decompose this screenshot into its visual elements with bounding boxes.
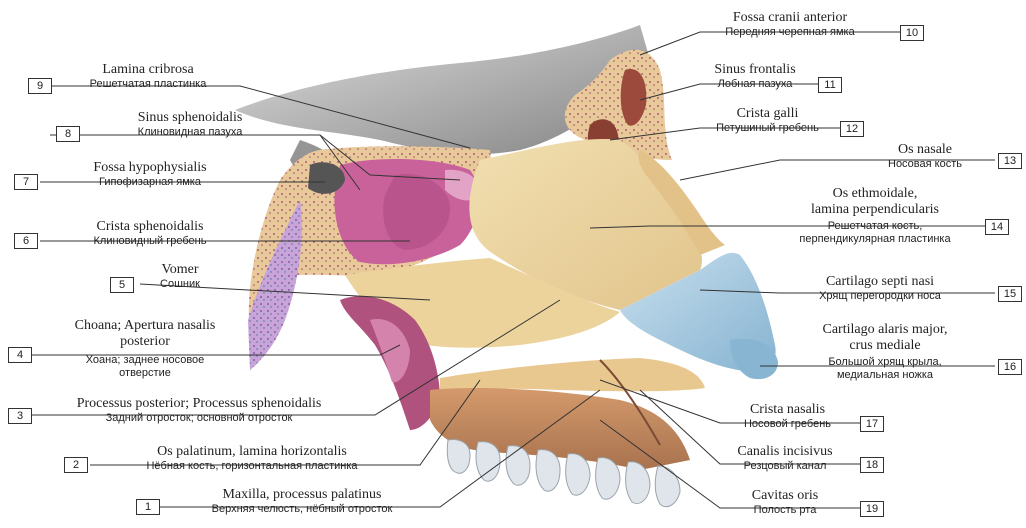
label-12-number: 12 — [840, 121, 864, 137]
label-18-latin: Canalis incisivus — [715, 444, 855, 460]
label-19-number: 19 — [860, 501, 884, 517]
label-11-latin: Sinus frontalis — [690, 62, 820, 78]
label-3-number: 3 — [8, 408, 32, 424]
label-12-russian: Петушиный гребень — [700, 122, 835, 135]
label-14-latin-line2: lamina perpendicularis — [770, 202, 980, 218]
label-5: Vomer Сошник — [140, 262, 220, 291]
label-5-latin: Vomer — [140, 262, 220, 278]
label-8: Sinus sphenoidalis Клиновидная пазуха — [90, 110, 290, 139]
label-8-russian: Клиновидная пазуха — [90, 126, 290, 139]
label-4-latin-line1: Choana; Apertura nasalis — [30, 318, 260, 334]
label-13-russian: Носовая кость — [860, 158, 990, 171]
label-9: Lamina cribrosa Решетчатая пластинка — [58, 62, 238, 91]
label-3: Processus posterior; Processus sphenoida… — [34, 396, 364, 425]
label-14-number: 14 — [985, 219, 1009, 235]
label-7: Fossa hypophysialis Гипофизарная ямка — [40, 160, 260, 189]
label-5-russian: Сошник — [140, 278, 220, 291]
label-2: Os palatinum, lamina horizontalis Нёбная… — [92, 444, 412, 473]
label-3-latin: Processus posterior; Processus sphenoida… — [34, 396, 364, 412]
label-15: Cartilago septi nasi Хрящ перегородки но… — [775, 274, 985, 303]
label-4-russian-line2: отверстие — [30, 367, 260, 380]
label-4-number: 4 — [8, 347, 32, 363]
label-1-russian: Верхняя челюсть, нёбный отросток — [162, 503, 442, 516]
label-19: Cavitas oris Полость рта — [715, 488, 855, 517]
label-6: Crista sphenoidalis Клиновидный гребень — [40, 219, 260, 248]
label-15-latin: Cartilago septi nasi — [775, 274, 985, 290]
label-18: Canalis incisivus Резцовый канал — [715, 444, 855, 473]
label-16: Cartilago alaris major, crus mediale Бол… — [780, 322, 990, 382]
label-6-number: 6 — [14, 233, 38, 249]
label-15-number: 15 — [998, 286, 1022, 302]
label-13-number: 13 — [998, 153, 1022, 169]
label-10-russian: Передняя черепная ямка — [690, 26, 890, 39]
label-4-latin-line2: posterior — [30, 334, 260, 350]
label-6-latin: Crista sphenoidalis — [40, 219, 260, 235]
label-10: Fossa cranii anterior Передняя черепная … — [690, 10, 890, 39]
label-2-latin: Os palatinum, lamina horizontalis — [92, 444, 412, 460]
label-16-russian-line1: Большой хрящ крыла, — [780, 356, 990, 369]
label-17-russian: Носовой гребень — [720, 418, 855, 431]
label-11-russian: Лобная пазуха — [690, 78, 820, 91]
label-13: Os nasale Носовая кость — [860, 142, 990, 171]
label-5-number: 5 — [110, 277, 134, 293]
label-2-number: 2 — [64, 457, 88, 473]
label-18-number: 18 — [860, 457, 884, 473]
label-7-latin: Fossa hypophysialis — [40, 160, 260, 176]
label-10-number: 10 — [900, 25, 924, 41]
label-11: Sinus frontalis Лобная пазуха — [690, 62, 820, 91]
label-9-latin: Lamina cribrosa — [58, 62, 238, 78]
label-16-latin-line1: Cartilago alaris major, — [780, 322, 990, 338]
label-7-number: 7 — [14, 174, 38, 190]
label-6-russian: Клиновидный гребень — [40, 235, 260, 248]
label-14-latin-line1: Os ethmoidale, — [770, 186, 980, 202]
label-14: Os ethmoidale, lamina perpendicularis Ре… — [770, 186, 980, 246]
label-13-latin: Os nasale — [860, 142, 990, 158]
label-9-number: 9 — [28, 78, 52, 94]
label-3-russian: Задний отросток; основной отросток — [34, 412, 364, 425]
label-15-russian: Хрящ перегородки носа — [775, 290, 985, 303]
label-1: Maxilla, processus palatinus Верхняя чел… — [162, 487, 442, 516]
label-4: Choana; Apertura nasalis posterior Хоана… — [30, 318, 260, 380]
label-4-russian-line1: Хоана; заднее носовое — [30, 354, 260, 367]
label-14-russian-line2: перпендикулярная пластинка — [770, 233, 980, 246]
label-12: Crista galli Петушиный гребень — [700, 106, 835, 135]
label-14-russian-line1: Решетчатая кость, — [770, 220, 980, 233]
label-17-number: 17 — [860, 416, 884, 432]
label-10-latin: Fossa cranii anterior — [690, 10, 890, 26]
label-18-russian: Резцовый канал — [715, 460, 855, 473]
label-1-latin: Maxilla, processus palatinus — [162, 487, 442, 503]
label-16-latin-line2: crus mediale — [780, 338, 990, 354]
label-8-latin: Sinus sphenoidalis — [90, 110, 290, 126]
label-11-number: 11 — [818, 77, 842, 93]
label-1-number: 1 — [136, 499, 160, 515]
label-19-latin: Cavitas oris — [715, 488, 855, 504]
label-8-number: 8 — [56, 126, 80, 142]
label-17: Crista nasalis Носовой гребень — [720, 402, 855, 431]
label-16-russian-line2: медиальная ножка — [780, 369, 990, 382]
label-7-russian: Гипофизарная ямка — [40, 176, 260, 189]
label-12-latin: Crista galli — [700, 106, 835, 122]
label-16-number: 16 — [998, 359, 1022, 375]
label-19-russian: Полость рта — [715, 504, 855, 517]
label-9-russian: Решетчатая пластинка — [58, 78, 238, 91]
label-17-latin: Crista nasalis — [720, 402, 855, 418]
label-2-russian: Нёбная кость, горизонтальная пластинка — [92, 460, 412, 473]
